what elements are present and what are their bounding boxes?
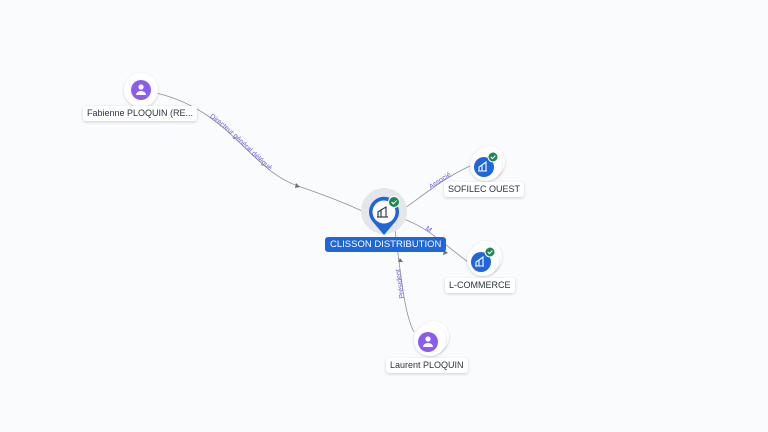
edge-lcommerce-center[interactable] — [399, 217, 469, 263]
person-icon — [423, 336, 433, 347]
building-icon — [475, 255, 484, 267]
node-laurent[interactable] — [414, 321, 449, 356]
person-icon — [136, 84, 146, 95]
node-label-center[interactable]: CLISSON DISTRIBUTION — [325, 237, 447, 252]
edge-sofilec-center[interactable] — [401, 165, 471, 211]
node-lcommerce[interactable] — [467, 241, 502, 276]
arrow-head — [295, 183, 300, 188]
edge-label-laurent: Président — [395, 269, 406, 299]
edge-label-fabienne: Directeur général délégué — [208, 113, 273, 172]
node-label-lcommerce[interactable]: L-COMMERCE — [445, 278, 515, 293]
node-label-sofilec[interactable]: SOFILEC OUEST — [444, 182, 525, 197]
edge-fabienne-center[interactable] — [155, 92, 367, 214]
node-center[interactable] — [361, 188, 407, 235]
verified-check-icon — [484, 246, 496, 258]
node-label-fabienne[interactable]: Fabienne PLOQUIN (RE... — [83, 106, 198, 121]
edges — [155, 92, 471, 333]
arrow-head — [398, 258, 403, 262]
verified-check-icon — [487, 151, 499, 163]
node-sofilec[interactable] — [470, 146, 505, 181]
building-icon — [478, 160, 487, 172]
node-label-laurent[interactable]: Laurent PLOQUIN — [386, 358, 468, 373]
edge-label-lcommerce: M — [424, 225, 433, 234]
node-fabienne[interactable] — [124, 73, 158, 107]
verified-check-icon — [388, 196, 400, 208]
building-icon — [377, 205, 388, 218]
